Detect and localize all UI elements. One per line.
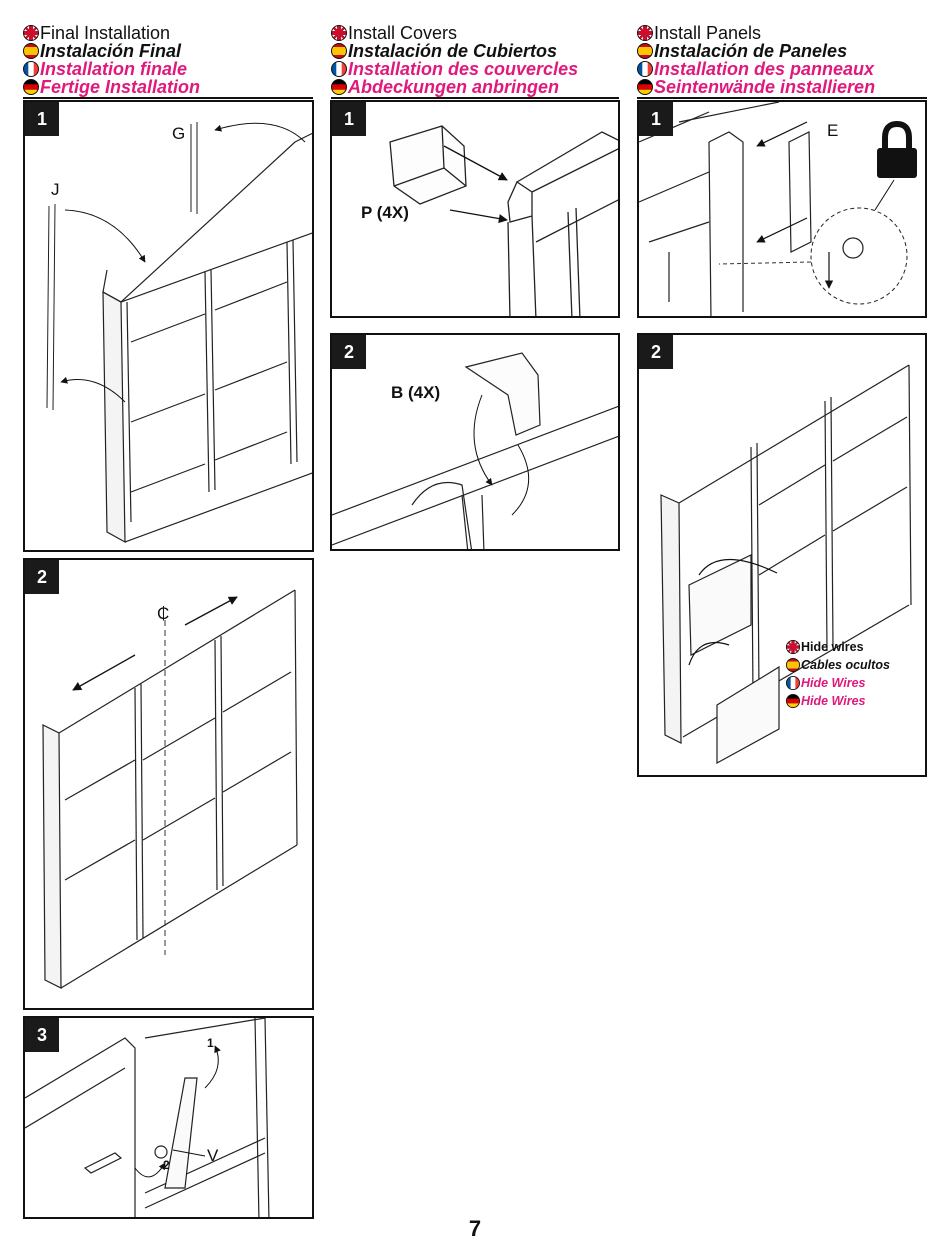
step-badge: 2 — [25, 560, 59, 594]
final-installation-step-3-panel: 3 1 2 V — [23, 1016, 314, 1219]
heading-en: Install Panels — [637, 24, 927, 42]
hide-wires-legend: Hide wires Cables ocultos Hide Wires Hid… — [786, 638, 890, 710]
heading-fr: Installation des panneaux — [637, 60, 927, 78]
install-covers-step-1-panel: 1 P (4X) — [330, 100, 620, 318]
heading-de-text: Fertige Installation — [40, 77, 201, 97]
callout-j: J — [51, 180, 60, 199]
section-final-installation-heading: Final Installation Instalación Final Ins… — [23, 24, 313, 96]
heading-fr-text: Installation finale — [40, 59, 188, 79]
callout-rotation-1: 1 — [207, 1036, 214, 1050]
centered-frame-illustration — [42, 589, 298, 989]
legend-es: Cables ocultos — [786, 656, 890, 674]
section-divider-line — [331, 97, 619, 99]
germany-flag-icon — [331, 79, 347, 95]
spain-flag-icon — [331, 43, 347, 59]
legend-de-text: Hide Wires — [801, 694, 866, 708]
step-badge: 1 — [332, 102, 366, 136]
heading-de-text: Seintenwände installieren — [654, 77, 876, 97]
padlock-icon — [877, 120, 917, 178]
uk-flag-icon — [786, 640, 800, 654]
germany-flag-icon — [786, 694, 800, 708]
heading-fr: Installation finale — [23, 60, 313, 78]
heading-es-text: Instalación de Paneles — [654, 41, 848, 61]
legend-es-text: Cables ocultos — [801, 658, 890, 672]
heading-es: Instalación de Cubiertos — [331, 42, 621, 60]
hinge-closeup-illustration — [25, 1018, 270, 1217]
callout-p: P (4X) — [361, 203, 409, 222]
callout-rotation-2: 2 — [163, 1158, 170, 1172]
step-badge: 2 — [332, 335, 366, 369]
uk-flag-icon — [331, 25, 347, 41]
france-flag-icon — [637, 61, 653, 77]
legend-en-text: Hide wires — [801, 640, 864, 654]
heading-en-text: Install Covers — [348, 23, 458, 43]
uk-flag-icon — [23, 25, 39, 41]
uk-flag-icon — [637, 25, 653, 41]
final-installation-step-1-panel: 1 G J — [23, 100, 314, 552]
callout-e: E — [827, 121, 839, 140]
cover-cap-illustration — [389, 125, 618, 316]
cover-clip-illustration — [332, 352, 618, 549]
install-panels-step-2-panel: 2 Hide wires Cables ocultos Hide Wires H… — [637, 333, 927, 777]
germany-flag-icon — [637, 79, 653, 95]
heading-fr-text: Installation des panneaux — [654, 59, 875, 79]
step-badge: 1 — [25, 102, 59, 136]
heading-de: Seintenwände installieren — [637, 78, 927, 96]
section-install-panels-heading: Install Panels Instalación de Paneles In… — [637, 24, 927, 96]
heading-fr: Installation des couvercles — [331, 60, 621, 78]
wall-frame-illustration — [46, 122, 312, 544]
heading-fr-text: Installation des couvercles — [348, 59, 579, 79]
heading-de-text: Abdeckungen anbringen — [348, 77, 560, 97]
heading-en-text: Install Panels — [654, 23, 762, 43]
step-badge: 1 — [639, 102, 673, 136]
heading-de: Fertige Installation — [23, 78, 313, 96]
step-badge: 2 — [639, 335, 673, 369]
legend-fr: Hide Wires — [786, 674, 890, 692]
heading-de: Abdeckungen anbringen — [331, 78, 621, 96]
callout-v: V — [207, 1146, 219, 1165]
france-flag-icon — [23, 61, 39, 77]
legend-de: Hide Wires — [786, 692, 890, 710]
germany-flag-icon — [23, 79, 39, 95]
callout-g: G — [172, 124, 186, 143]
hide-wires-panel-illustration — [660, 364, 912, 765]
heading-es: Instalación de Paneles — [637, 42, 927, 60]
section-divider-line — [637, 97, 927, 99]
heading-en: Install Covers — [331, 24, 621, 42]
section-divider-line — [23, 97, 313, 99]
france-flag-icon — [331, 61, 347, 77]
callout-b: B (4X) — [391, 383, 441, 402]
france-flag-icon — [786, 676, 800, 690]
heading-es-text: Instalación de Cubiertos — [348, 41, 558, 61]
section-install-covers-heading: Install Covers Instalación de Cubiertos … — [331, 24, 621, 96]
spain-flag-icon — [786, 658, 800, 672]
heading-es-text: Instalación Final — [40, 41, 182, 61]
legend-fr-text: Hide Wires — [801, 676, 866, 690]
centerline-symbol: ₵ — [157, 604, 170, 623]
heading-es: Instalación Final — [23, 42, 313, 60]
panel-fastener-illustration — [639, 102, 917, 316]
page-number: 7 — [468, 1216, 482, 1241]
install-covers-step-2-panel: 2 B (4X) — [330, 333, 620, 551]
spain-flag-icon — [23, 43, 39, 59]
final-installation-step-2-panel: 2 ₵ — [23, 558, 314, 1010]
install-panels-step-1-panel: 1 E — [637, 100, 927, 318]
spain-flag-icon — [637, 43, 653, 59]
heading-en-text: Final Installation — [40, 23, 171, 43]
legend-en: Hide wires — [786, 638, 890, 656]
heading-en: Final Installation — [23, 24, 313, 42]
step-badge: 3 — [25, 1018, 59, 1052]
